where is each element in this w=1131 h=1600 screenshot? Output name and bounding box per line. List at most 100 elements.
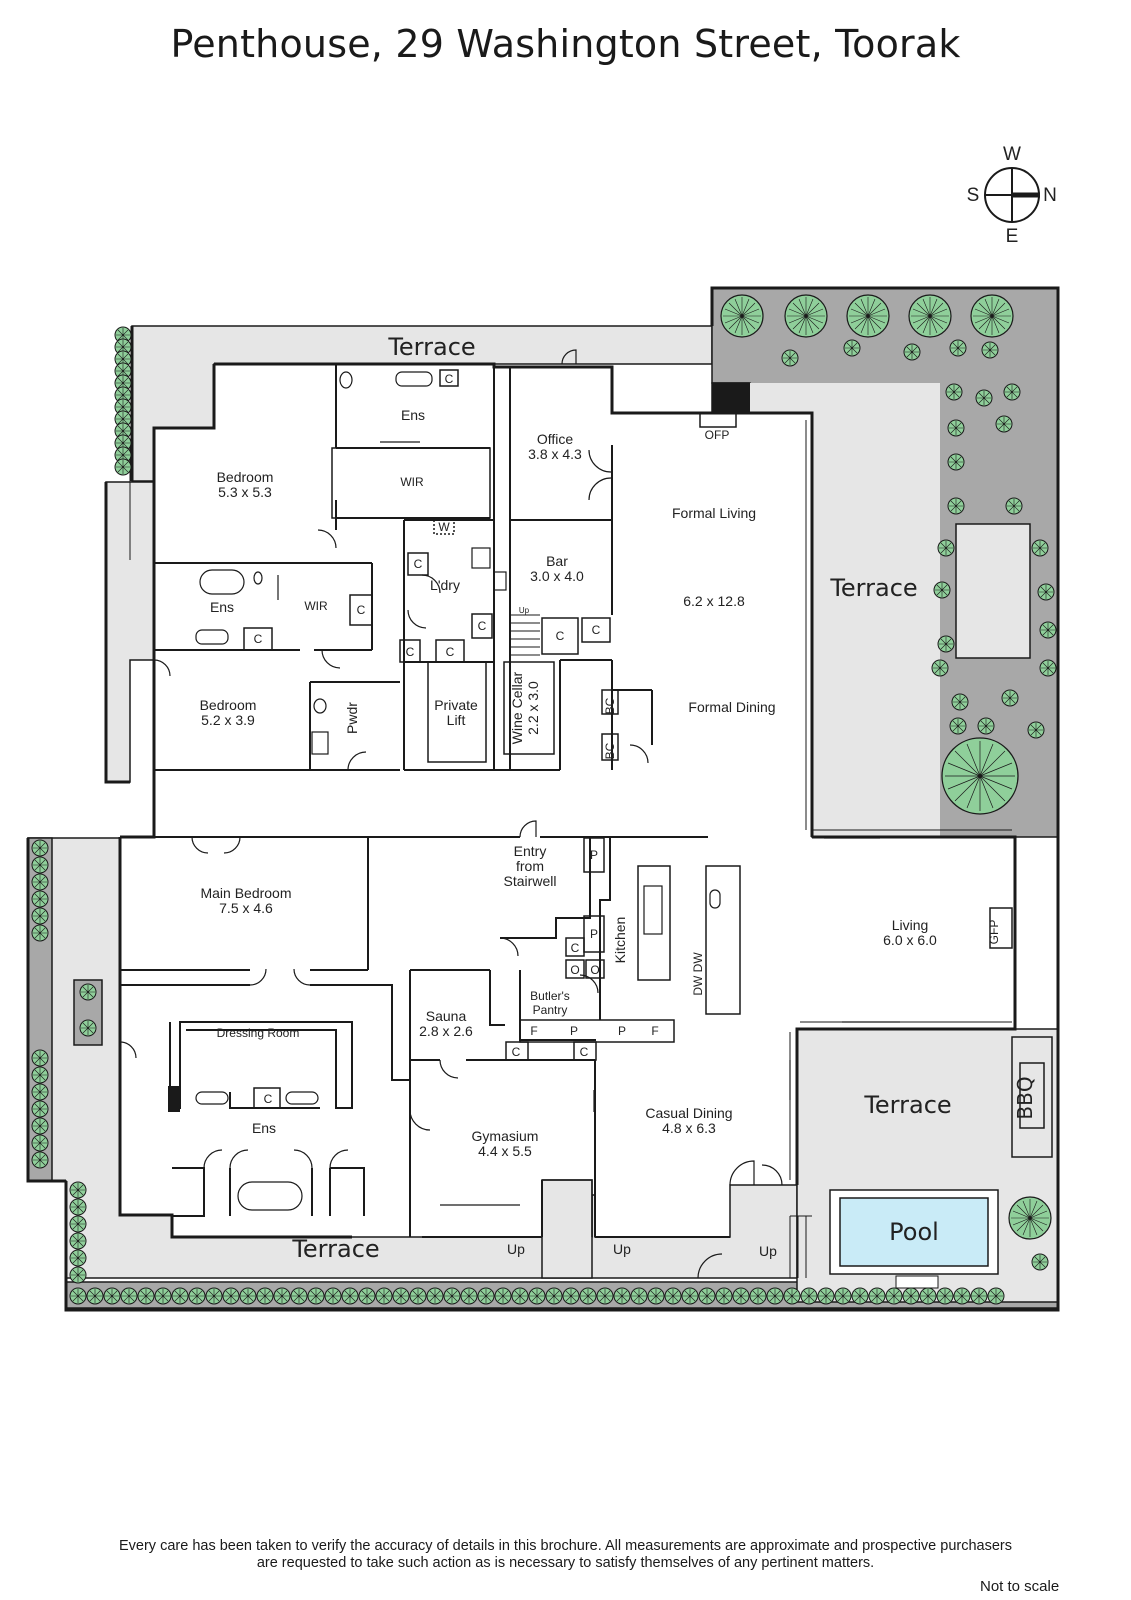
shrub xyxy=(766,1287,784,1305)
shrub xyxy=(630,1287,648,1305)
shrub xyxy=(528,1287,546,1305)
wine-label-2: 2.2 x 3.0 xyxy=(525,681,541,735)
shrub xyxy=(31,924,49,942)
c-label: C xyxy=(414,557,423,571)
shrub xyxy=(205,1287,223,1305)
shrub xyxy=(31,1066,49,1084)
tree xyxy=(908,294,952,338)
disclaimer-line-1: Every care has been taken to verify the … xyxy=(118,1538,1012,1554)
terrace-bottom-label: Terrace xyxy=(291,1235,379,1263)
casual-dining-label: Casual Dining xyxy=(645,1105,732,1121)
shrub xyxy=(995,415,1013,433)
shrub xyxy=(613,1287,631,1305)
shrub xyxy=(664,1287,682,1305)
pool xyxy=(829,1189,999,1289)
gfp-label: GFP xyxy=(987,920,1001,945)
bedroom2-label: Bedroom xyxy=(200,697,257,713)
c-label: C xyxy=(357,603,366,617)
shrub xyxy=(970,1287,988,1305)
ldry-label: L'dry xyxy=(430,577,460,593)
page-title: Penthouse, 29 Washington Street, Toorak xyxy=(170,22,961,66)
shrub xyxy=(596,1287,614,1305)
c-label: C xyxy=(445,372,454,386)
shrub xyxy=(1037,583,1055,601)
casual-dining-dim: 4.8 x 6.3 xyxy=(662,1120,716,1136)
compass-w: W xyxy=(1003,144,1021,165)
up-label: Up xyxy=(613,1241,631,1257)
compass-n: N xyxy=(1043,185,1057,206)
shrub xyxy=(79,983,97,1001)
lift-label-2: Lift xyxy=(447,712,466,728)
c-label: C xyxy=(254,632,263,646)
shrub xyxy=(324,1287,342,1305)
shrub xyxy=(834,1287,852,1305)
ens-top-label: Ens xyxy=(401,407,425,423)
shrub xyxy=(933,581,951,599)
shrub xyxy=(562,1287,580,1305)
dw-label: DW DW xyxy=(691,952,705,996)
shrub xyxy=(1003,383,1021,401)
shrub xyxy=(919,1287,937,1305)
c-label: C xyxy=(264,1092,273,1106)
shrub xyxy=(937,539,955,557)
bbq-label: BBQ xyxy=(1013,1076,1037,1119)
f-label: F xyxy=(651,1024,658,1038)
main-bedroom-dim: 7.5 x 4.6 xyxy=(219,900,273,916)
lift-label-1: Private xyxy=(434,697,478,713)
terrace-pool-label: Terrace xyxy=(863,1091,951,1119)
shrub xyxy=(715,1287,733,1305)
shrub xyxy=(31,907,49,925)
shrub xyxy=(987,1287,1005,1305)
bedroom1-label: Bedroom xyxy=(217,469,274,485)
shrub xyxy=(851,1287,869,1305)
shrub xyxy=(154,1287,172,1305)
shrub xyxy=(947,453,965,471)
terrace-east-label: Terrace xyxy=(829,574,917,602)
shrub xyxy=(392,1287,410,1305)
shrub xyxy=(86,1287,104,1305)
living-dim: 6.0 x 6.0 xyxy=(883,932,937,948)
shrub xyxy=(1039,621,1057,639)
shrub xyxy=(137,1287,155,1305)
shrub xyxy=(443,1287,461,1305)
c-label: C xyxy=(406,645,415,659)
shrub xyxy=(69,1266,87,1284)
shrub xyxy=(783,1287,801,1305)
shrub xyxy=(494,1287,512,1305)
shrub xyxy=(843,339,861,357)
shrub xyxy=(732,1287,750,1305)
shrub xyxy=(375,1287,393,1305)
shrub xyxy=(31,890,49,908)
shrub xyxy=(222,1287,240,1305)
up-label: Up xyxy=(507,1241,525,1257)
gym-label: Gymasium xyxy=(472,1128,539,1144)
butlers-label-1: Butler's xyxy=(530,989,570,1003)
c-label: C xyxy=(580,1045,589,1059)
shrub xyxy=(31,1049,49,1067)
bc-label-1: BC xyxy=(603,697,617,714)
sauna-dim: 2.8 x 2.6 xyxy=(419,1023,473,1039)
p-label: P xyxy=(590,848,598,862)
p-label: P xyxy=(618,1024,626,1038)
shrub xyxy=(1001,689,1019,707)
ofp-label: OFP xyxy=(705,428,730,442)
entry-label-1: Entry xyxy=(514,843,547,859)
shrub xyxy=(31,1151,49,1169)
shrub xyxy=(290,1287,308,1305)
p-label: P xyxy=(590,927,598,941)
disclaimer-line-2: are requested to take such action as is … xyxy=(256,1555,875,1571)
shrub xyxy=(511,1287,529,1305)
shrub xyxy=(69,1215,87,1233)
shrub xyxy=(358,1287,376,1305)
formal-dim: 6.2 x 12.8 xyxy=(683,593,745,609)
ens-main-label: Ens xyxy=(252,1120,276,1136)
shrub xyxy=(31,1100,49,1118)
entry-label-2: from xyxy=(516,858,544,874)
dressing-room-label: Dressing Room xyxy=(217,1026,300,1040)
shrub xyxy=(426,1287,444,1305)
shrub xyxy=(781,349,799,367)
bedroom2-dim: 5.2 x 3.9 xyxy=(201,712,255,728)
c-label: C xyxy=(571,941,580,955)
c-label: C xyxy=(446,645,455,659)
shrub xyxy=(69,1181,87,1199)
